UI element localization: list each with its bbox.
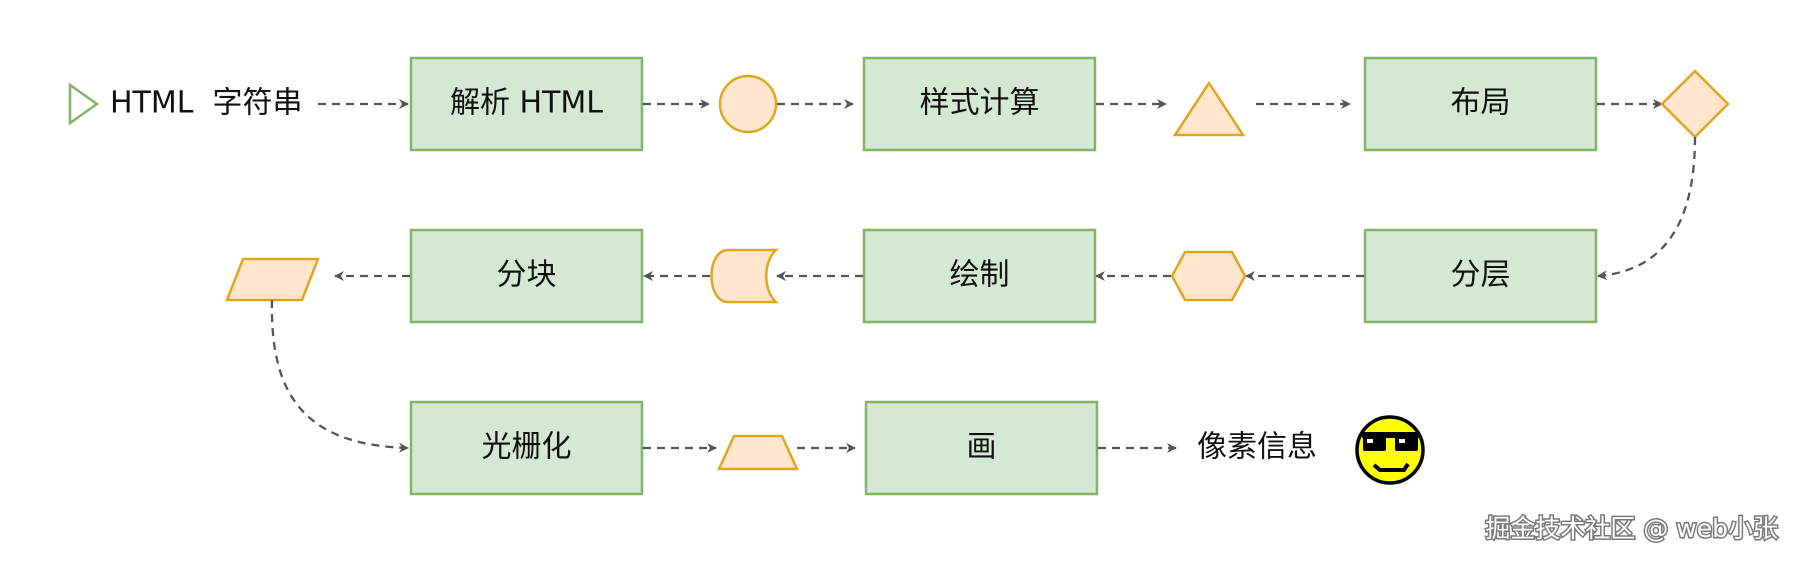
step-layout: 布局 — [1363, 56, 1598, 152]
step-layout-label: 布局 — [1451, 86, 1511, 121]
step-paint-label: 绘制 — [950, 258, 1010, 293]
cool-sunglasses-smiley-icon — [1355, 415, 1425, 485]
step-draw-label: 画 — [967, 430, 997, 465]
circle-icon — [718, 74, 778, 134]
step-tiles-label: 分块 — [497, 258, 557, 293]
edge-parallelogram-to-raster — [270, 299, 409, 453]
diamond-icon — [1660, 69, 1730, 139]
watermark: 掘金技术社区 @ web小张 — [1485, 514, 1778, 543]
trapezoid-icon — [717, 434, 799, 471]
step-tiles: 分块 — [409, 228, 644, 324]
start-triangle-icon — [68, 82, 100, 126]
step-style-calc: 样式计算 — [862, 56, 1097, 152]
step-parse-html-label: 解析 HTML — [450, 86, 603, 121]
edge-diamond-to-layer — [1597, 136, 1697, 281]
stored-data-icon — [710, 248, 780, 304]
step-paint: 绘制 — [862, 228, 1097, 324]
step-draw: 画 — [864, 400, 1099, 496]
end-label: 像素信息 — [1197, 430, 1317, 465]
hexagon-icon — [1170, 250, 1247, 302]
step-parse-html: 解析 HTML — [409, 56, 644, 152]
step-style-calc-label: 样式计算 — [920, 86, 1040, 121]
start-label: HTML 字符串 — [110, 86, 303, 121]
step-raster: 光栅化 — [409, 400, 644, 496]
step-raster-label: 光栅化 — [482, 430, 572, 465]
parallelogram-icon — [225, 257, 320, 302]
triangle-icon — [1172, 80, 1246, 137]
step-layer: 分层 — [1363, 228, 1598, 324]
step-layer-label: 分层 — [1451, 258, 1511, 293]
